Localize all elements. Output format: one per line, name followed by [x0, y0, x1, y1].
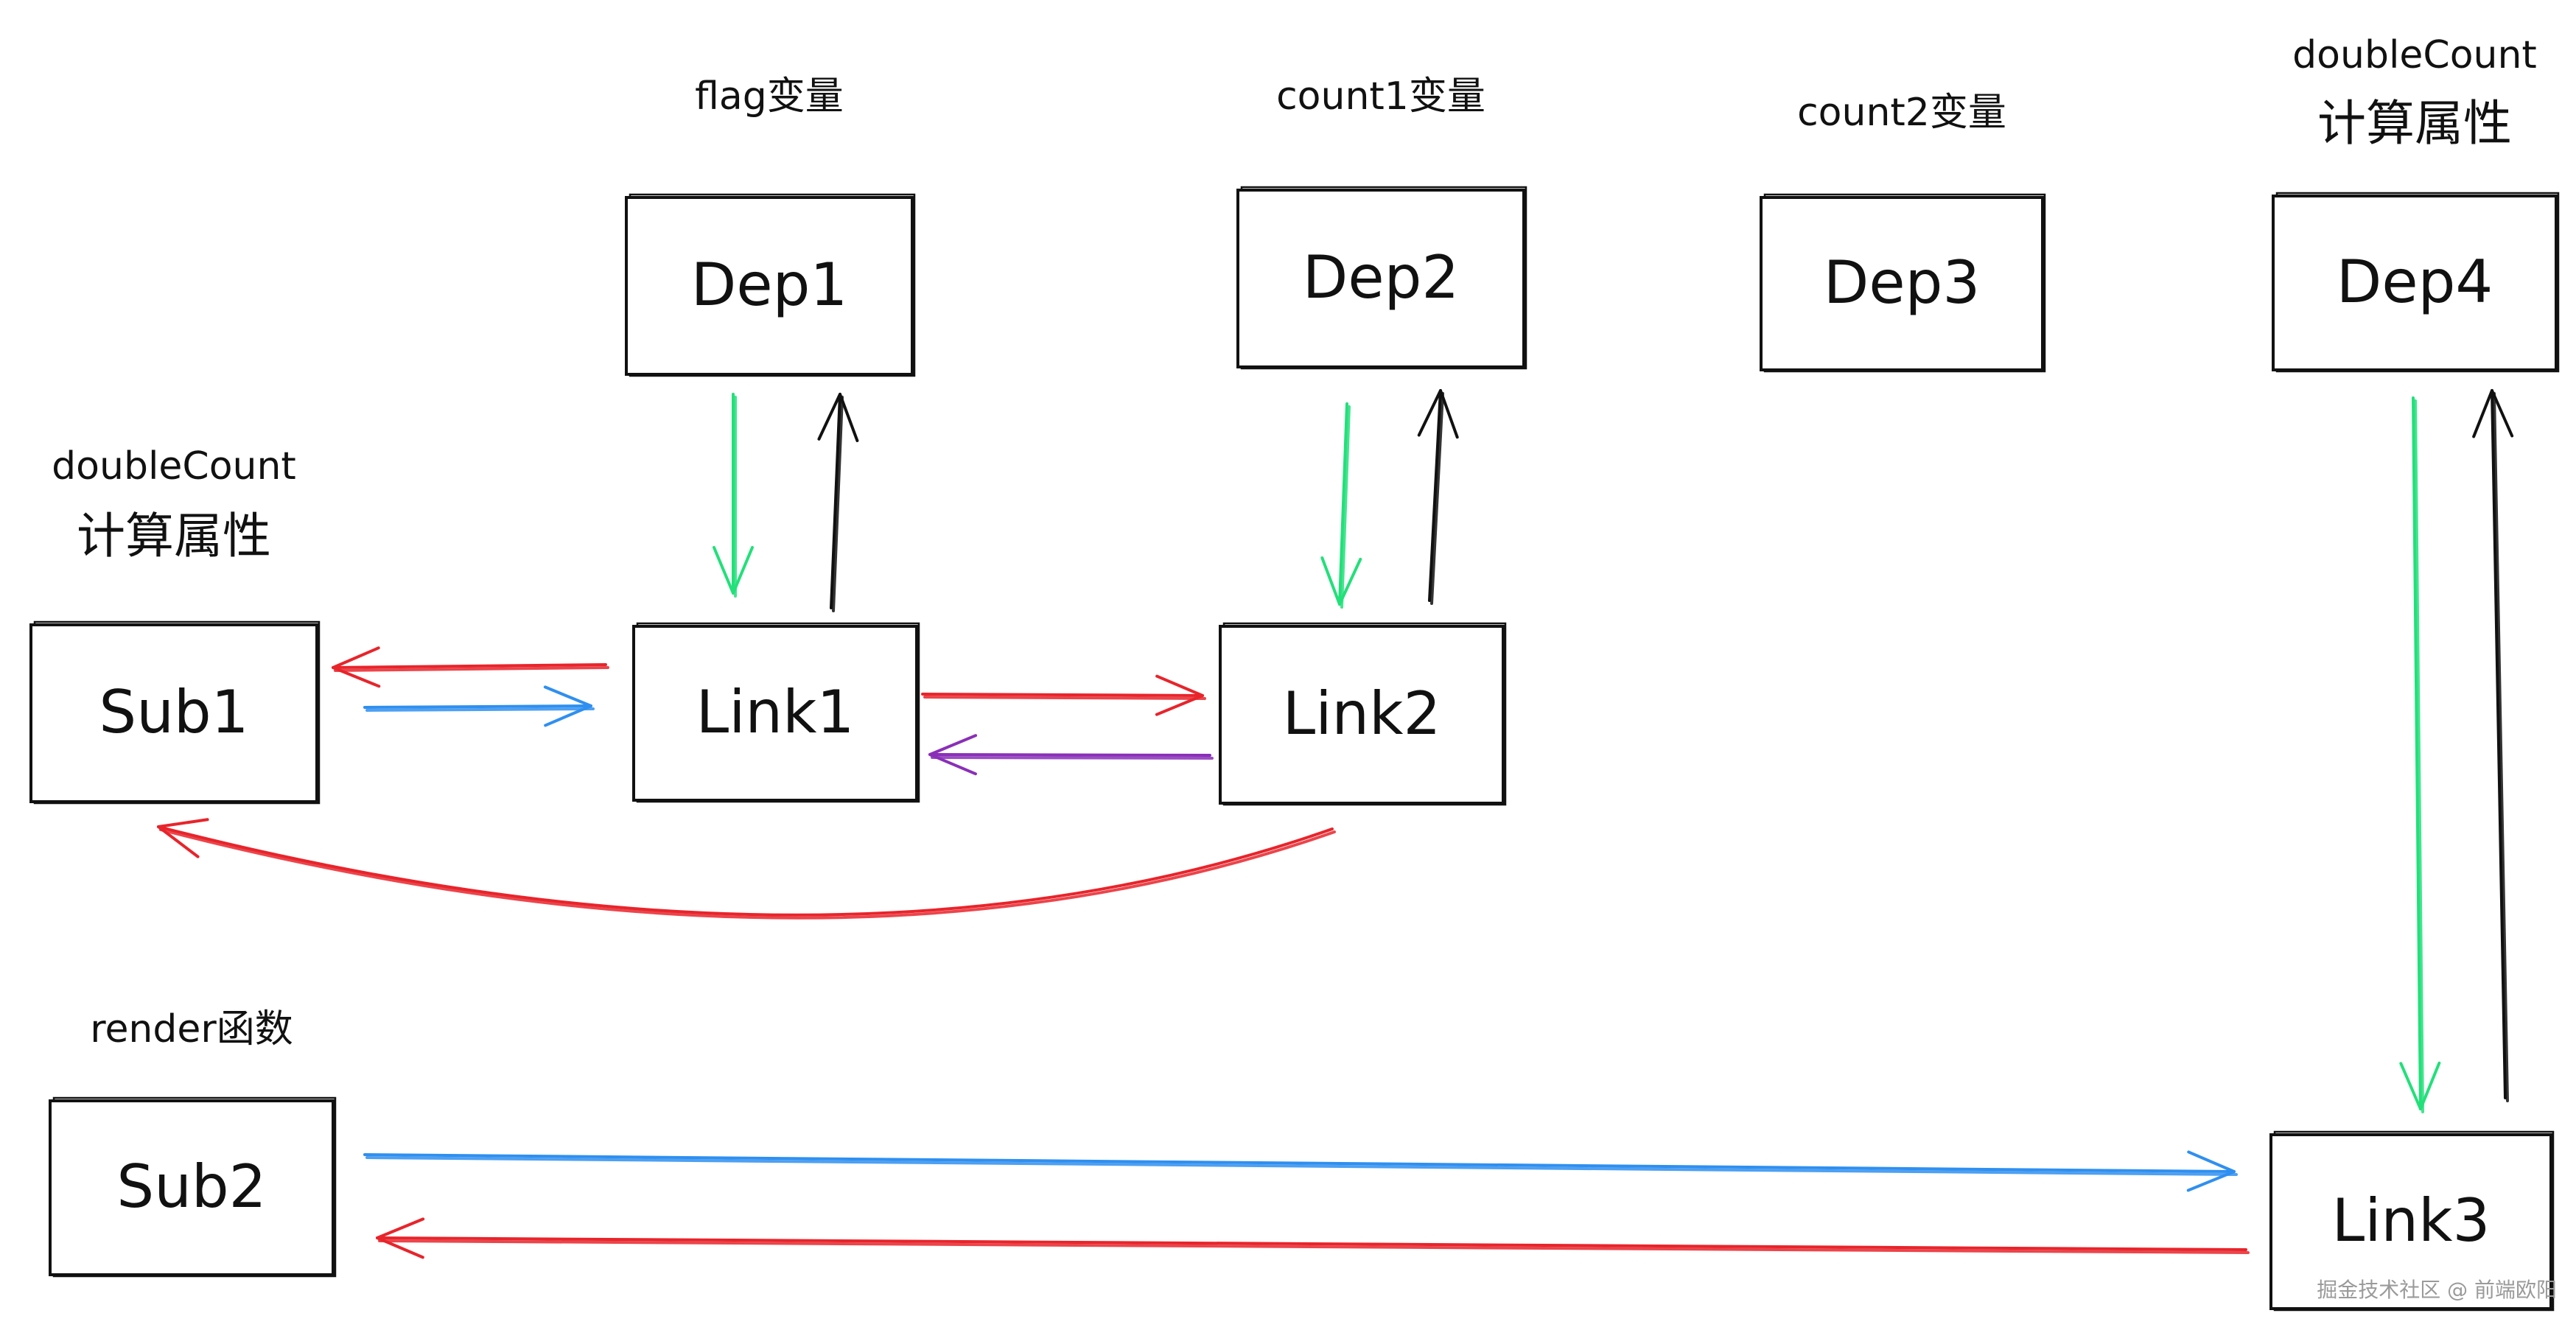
edge-link2-to-dep2-line [1428, 389, 1442, 602]
node-dep3-label: Dep3 [1824, 248, 1981, 317]
edge-link1-to-dep1-line [830, 393, 841, 609]
edge-link1-to-link2 [921, 674, 1206, 716]
edge-dep2-to-link2-sketch [1340, 405, 1351, 609]
edge-dep4-to-link3-line [2412, 396, 2422, 1110]
edge-dep2-to-link2-line [1338, 402, 1348, 606]
edge-link3-to-dep4-line [2491, 389, 2507, 1099]
edge-sub1-to-link1-line [363, 704, 592, 709]
edge-link1-to-link2-sketch [923, 696, 1206, 700]
node-dep1-caption-1: flag变量 [695, 74, 844, 119]
node-dep1-box [625, 196, 914, 376]
node-dep1-label: Dep1 [691, 251, 848, 319]
edge-dep1-to-link1-arrowhead [713, 546, 754, 595]
node-dep4-box [2272, 195, 2558, 371]
edge-link3-to-sub2-arrowhead [376, 1217, 425, 1259]
node-dep3-caption-1: count2变量 [1797, 91, 2006, 135]
edge-sub1-to-link1-sketch [365, 707, 595, 712]
edge-sub2-to-link3-line [363, 1153, 2236, 1173]
edge-link1-to-dep1 [817, 393, 859, 612]
edge-link3-to-dep4 [2472, 389, 2514, 1102]
node-dep4-caption-2: 计算属性 [2317, 95, 2512, 152]
node-link3-label: Link3 [2332, 1186, 2491, 1255]
node-dep2-caption-1: count1变量 [1276, 74, 1485, 119]
node-dep4-caption-1: doubleCount [2292, 33, 2537, 77]
node-link3-box [2269, 1133, 2552, 1310]
edge-link2-to-sub1 [157, 818, 1336, 920]
node-link1-box [632, 625, 918, 802]
node-sub2-label: Sub2 [116, 1152, 266, 1221]
edge-link3-to-sub2 [376, 1217, 2250, 1259]
node-link1: Link1 [632, 622, 920, 803]
node-dep2-box [1236, 189, 1525, 368]
edge-link1-to-link2-arrowhead [1155, 674, 1204, 716]
node-link1-label: Link1 [696, 678, 855, 746]
edge-link2-to-sub1-arrowhead [157, 818, 209, 858]
edge-link2-to-link1-sketch [931, 756, 1214, 760]
edge-link2-to-dep2-arrowhead [1417, 389, 1459, 439]
node-dep1: Dep1 flag变量 [625, 74, 916, 377]
edges-layer [157, 389, 2514, 1259]
node-sub1-box [29, 623, 318, 803]
edge-sub1-to-link1 [363, 685, 595, 727]
edge-dep2-to-link2 [1320, 402, 1362, 609]
edge-link1-to-dep1-arrowhead [817, 393, 859, 443]
edge-dep4-to-link3-sketch [2414, 399, 2424, 1113]
edge-link2-to-link1-arrowhead [928, 734, 978, 776]
node-sub1-caption-1: doubleCount [52, 444, 296, 489]
edge-dep1-to-link1 [713, 393, 754, 598]
edge-link2-to-sub1-line [157, 825, 1334, 917]
edge-link1-to-sub1-arrowhead [332, 646, 381, 688]
edge-dep4-to-link3 [2399, 396, 2441, 1113]
edge-link3-to-sub2-sketch [378, 1239, 2250, 1254]
node-dep4: Dep4 doubleCount 计算属性 [2272, 33, 2560, 373]
node-dep2: Dep2 count1变量 [1236, 74, 1527, 370]
edge-link3-to-dep4-sketch [2493, 392, 2509, 1102]
edge-sub2-to-link3-sketch [365, 1156, 2238, 1176]
node-sub1-caption-2: 计算属性 [77, 508, 271, 564]
node-dep3-box [1760, 196, 2044, 371]
node-dep2-label: Dep2 [1303, 243, 1460, 312]
edge-link3-to-sub2-line [376, 1236, 2247, 1251]
node-link2-label: Link2 [1283, 679, 1441, 748]
edge-link1-to-sub1-sketch [334, 666, 609, 672]
node-sub2: Sub2 render函数 [49, 1007, 337, 1278]
node-sub1-label: Sub1 [99, 678, 248, 746]
edge-link2-to-link1 [928, 734, 1214, 776]
edge-link2-to-dep2 [1417, 389, 1459, 605]
node-dep3: Dep3 count2变量 [1760, 91, 2046, 373]
edge-link1-to-sub1 [332, 646, 609, 688]
edge-sub2-to-link3 [363, 1150, 2238, 1192]
nodes-layer: Dep1 flag变量 Dep2 count1变量 Dep3 count2变量 Dep4 do… [29, 33, 2560, 1312]
edge-link1-to-dep1-sketch [832, 396, 844, 612]
node-sub1: Sub1 doubleCount 计算属性 [29, 444, 321, 805]
watermark: 掘金技术社区 @ 前端欧阳 [2317, 1278, 2557, 1302]
edge-link2-to-sub1-sketch [159, 828, 1336, 920]
edge-link1-to-link2-line [921, 693, 1204, 697]
edge-sub1-to-link1-arrowhead [543, 685, 592, 727]
node-link3: Link3 [2269, 1130, 2555, 1312]
node-sub2-caption-1: render函数 [90, 1007, 293, 1051]
edge-link2-to-dep2-sketch [1430, 392, 1444, 605]
edge-sub2-to-link3-arrowhead [2186, 1150, 2236, 1192]
edge-dep4-to-link3-arrowhead [2399, 1061, 2441, 1110]
node-link2: Link2 [1219, 622, 1507, 806]
edge-dep2-to-link2-arrowhead [1320, 556, 1362, 606]
edge-link3-to-dep4-arrowhead [2472, 389, 2514, 438]
node-sub2-box [49, 1099, 335, 1276]
node-dep4-label: Dep4 [2337, 248, 2493, 316]
edge-link1-to-sub1-line [332, 663, 607, 669]
node-link2-box [1219, 625, 1505, 805]
